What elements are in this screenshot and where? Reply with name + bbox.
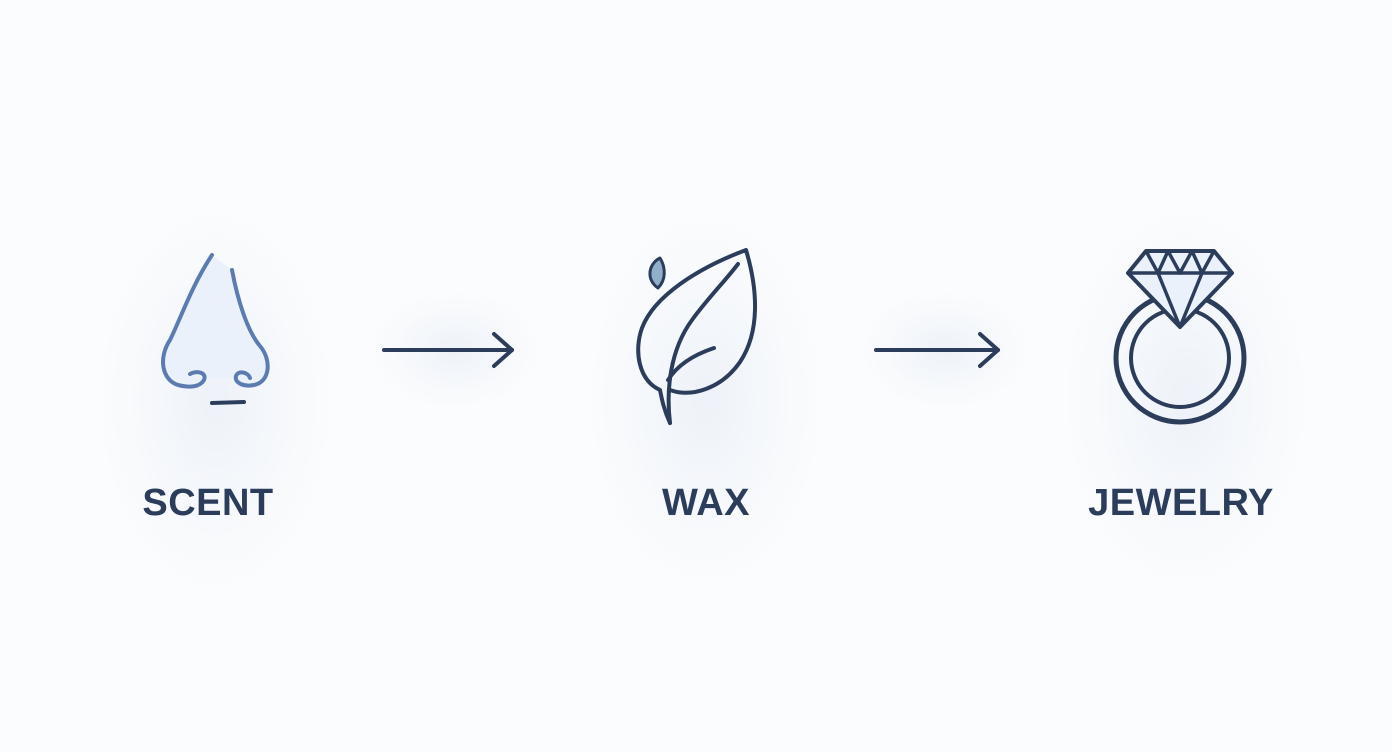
step-label-jewelry: JEWELRY (1088, 482, 1274, 524)
arrow-right-icon (874, 332, 1000, 368)
step-label-wax: WAX (661, 482, 751, 524)
ring-icon (1113, 249, 1247, 425)
arrow-right-icon (382, 332, 514, 368)
leaf-icon (636, 248, 758, 425)
nose-icon (161, 253, 270, 405)
step-label-scent: SCENT (142, 482, 274, 524)
wax-glow (585, 210, 825, 590)
